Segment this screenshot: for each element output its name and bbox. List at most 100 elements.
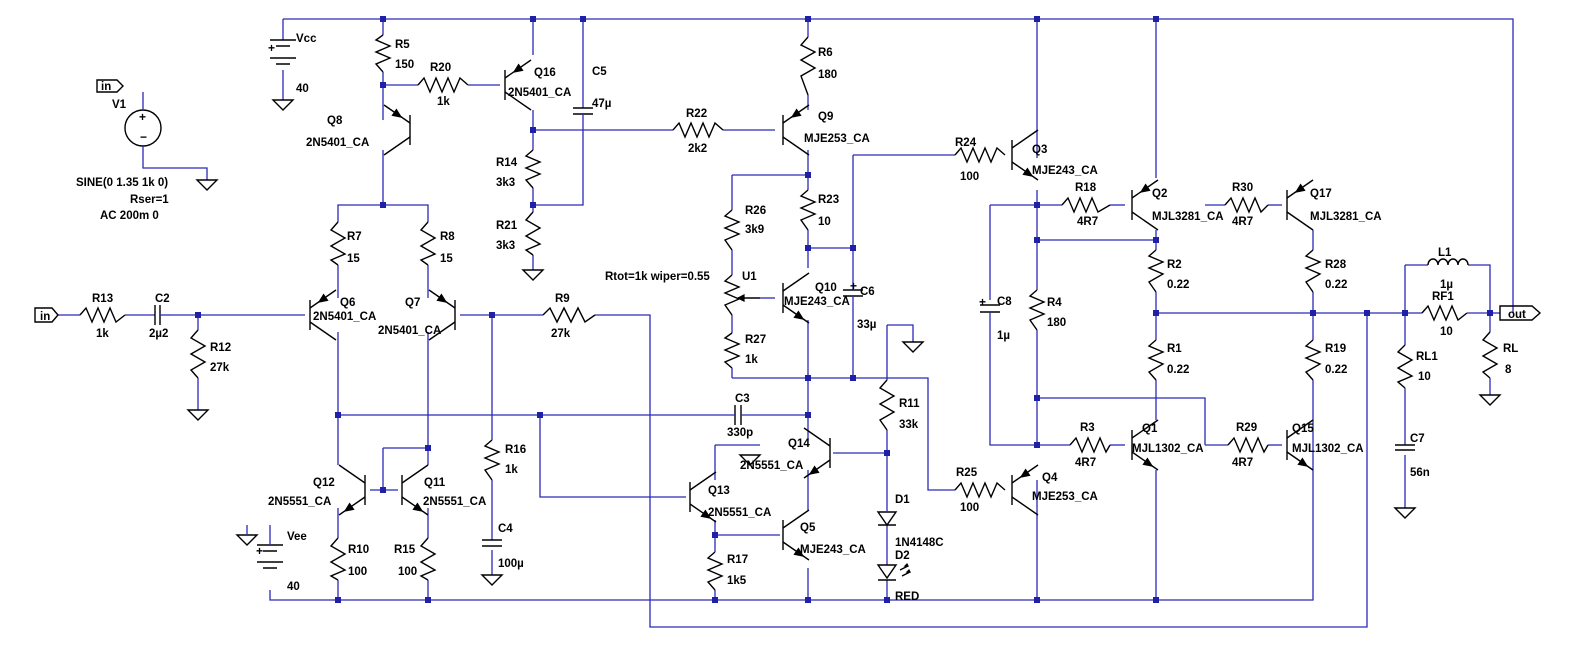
label-q9-model: MJE253_CA: [804, 133, 870, 145]
resistor-r4: [1028, 289, 1046, 331]
label-d2-value: RED: [895, 591, 919, 603]
label-r19-value: 0.22: [1325, 364, 1347, 376]
sine-source-v1: +−: [124, 92, 208, 180]
label-c2-value: 2µ2: [149, 328, 168, 340]
label-q13-model: 2N5551_CA: [708, 507, 771, 519]
label-l1-name: L1: [1438, 247, 1452, 259]
label-r27-name: R27: [745, 334, 766, 346]
capacitor-c5: [573, 107, 593, 126]
label-q15-model: MJL1302_CA: [1292, 443, 1364, 455]
label-r2-name: R2: [1167, 259, 1182, 271]
label-d2-name: D2: [895, 550, 910, 562]
label-r7-name: R7: [347, 231, 362, 243]
transistor-q8: [383, 104, 411, 156]
label-r26-value: 3k9: [745, 224, 764, 236]
resistors-horizontal: [79, 76, 1468, 499]
label-q7-model: 2N5401_CA: [378, 325, 441, 337]
transistor-q17: [1286, 179, 1314, 231]
batteries: + +: [256, 39, 296, 569]
label-q11-name: Q11: [424, 477, 446, 489]
junctions: [195, 16, 1493, 603]
label-c4-value: 100µ: [498, 558, 524, 570]
resistor-r10: [329, 537, 347, 581]
resistor-r11: [878, 379, 896, 431]
label-r4-value: 180: [1047, 317, 1066, 329]
resistor-r17: [706, 551, 724, 591]
label-c6-name: C6: [860, 286, 875, 298]
label-r17-name: R17: [727, 554, 748, 566]
capacitor-c4: [482, 539, 502, 547]
resistor-r14: [524, 149, 542, 189]
label-r21-value: 3k3: [496, 240, 515, 252]
label-r20-value: 1k: [437, 96, 450, 108]
label-r3-name: R3: [1080, 422, 1095, 434]
potentiometer-u1: [723, 274, 760, 316]
label-r24-value: 100: [960, 171, 979, 183]
label-r7-value: 15: [347, 253, 360, 265]
label-q3-model: MJE243_CA: [1032, 165, 1098, 177]
capacitor-c2: [154, 305, 170, 325]
resistor-r7: [329, 221, 347, 266]
label-r23-name: R23: [818, 194, 839, 206]
transistor-q2: [1131, 179, 1159, 231]
label-r1-value: 0.22: [1167, 364, 1189, 376]
capacitor-c3: [730, 405, 752, 425]
label-q15-name: Q15: [1292, 423, 1314, 435]
label-c8-value: 1µ: [997, 330, 1010, 342]
label-r8-value: 15: [440, 253, 453, 265]
label-q5-model: MJE243_CA: [800, 544, 866, 556]
label-r8-name: R8: [440, 231, 455, 243]
label-r10-name: R10: [348, 544, 369, 556]
label-r30-name: R30: [1232, 182, 1253, 194]
label-vee-value: 40: [287, 581, 300, 593]
label-q8-name: Q8: [327, 115, 343, 127]
label-r30-value: 4R7: [1232, 216, 1253, 228]
label-r1-name: R1: [1167, 343, 1182, 355]
label-r9-value: 27k: [551, 328, 571, 340]
transistors: [309, 59, 1314, 561]
resistor-r12: [189, 329, 207, 379]
resistor-r16: [483, 439, 501, 481]
diode-d1: [876, 488, 898, 527]
capacitors: + +: [154, 107, 1415, 547]
flag-in-left: [34, 307, 59, 323]
label-r26-name: R26: [745, 205, 766, 217]
label-q12-model: 2N5551_CA: [268, 496, 331, 508]
label-r18-name: R18: [1075, 182, 1097, 194]
label-c8-name: C8: [997, 296, 1012, 308]
label-r3-value: 4R7: [1075, 457, 1096, 469]
transistor-q1: [1131, 419, 1159, 471]
label-c7-name: C7: [1410, 433, 1425, 445]
flag-in-top: [96, 79, 124, 93]
resistor-rl1: [1396, 344, 1414, 389]
label-r23-value: 10: [818, 216, 831, 228]
inductor-l1: [1427, 258, 1469, 266]
label-q6-model: 2N5401_CA: [313, 311, 376, 323]
diode-d2: [876, 562, 911, 581]
label-r13-value: 1k: [96, 328, 109, 340]
label-r27-value: 1k: [745, 354, 758, 366]
svg-text:+: +: [268, 41, 275, 55]
resistor-r19: [1304, 339, 1322, 381]
resistor-r18: [1061, 196, 1111, 214]
label-r25-value: 100: [960, 502, 979, 514]
label-r2-value: 0.22: [1167, 279, 1189, 291]
label-r13-name: R13: [92, 293, 113, 305]
label-r11-name: R11: [899, 398, 920, 410]
resistor-r13: [79, 306, 126, 324]
label-q1-model: MJL1302_CA: [1132, 443, 1204, 455]
label-q8-model: 2N5401_CA: [306, 137, 369, 149]
label-q11-model: 2N5551_CA: [423, 496, 486, 508]
label-q16-name: Q16: [534, 67, 556, 79]
label-r18-value: 4R7: [1077, 216, 1098, 228]
label-r15-name: R15: [394, 544, 416, 556]
label-v1-line2: Rser=1: [130, 194, 169, 206]
capacitor-c6: [843, 289, 863, 305]
label-r16-name: R16: [505, 444, 526, 456]
wires: [58, 18, 1514, 628]
label-rl-value: 8: [1505, 364, 1512, 376]
label-q9-name: Q9: [818, 111, 833, 123]
resistor-r8: [419, 221, 437, 266]
label-r29-name: R29: [1236, 422, 1257, 434]
